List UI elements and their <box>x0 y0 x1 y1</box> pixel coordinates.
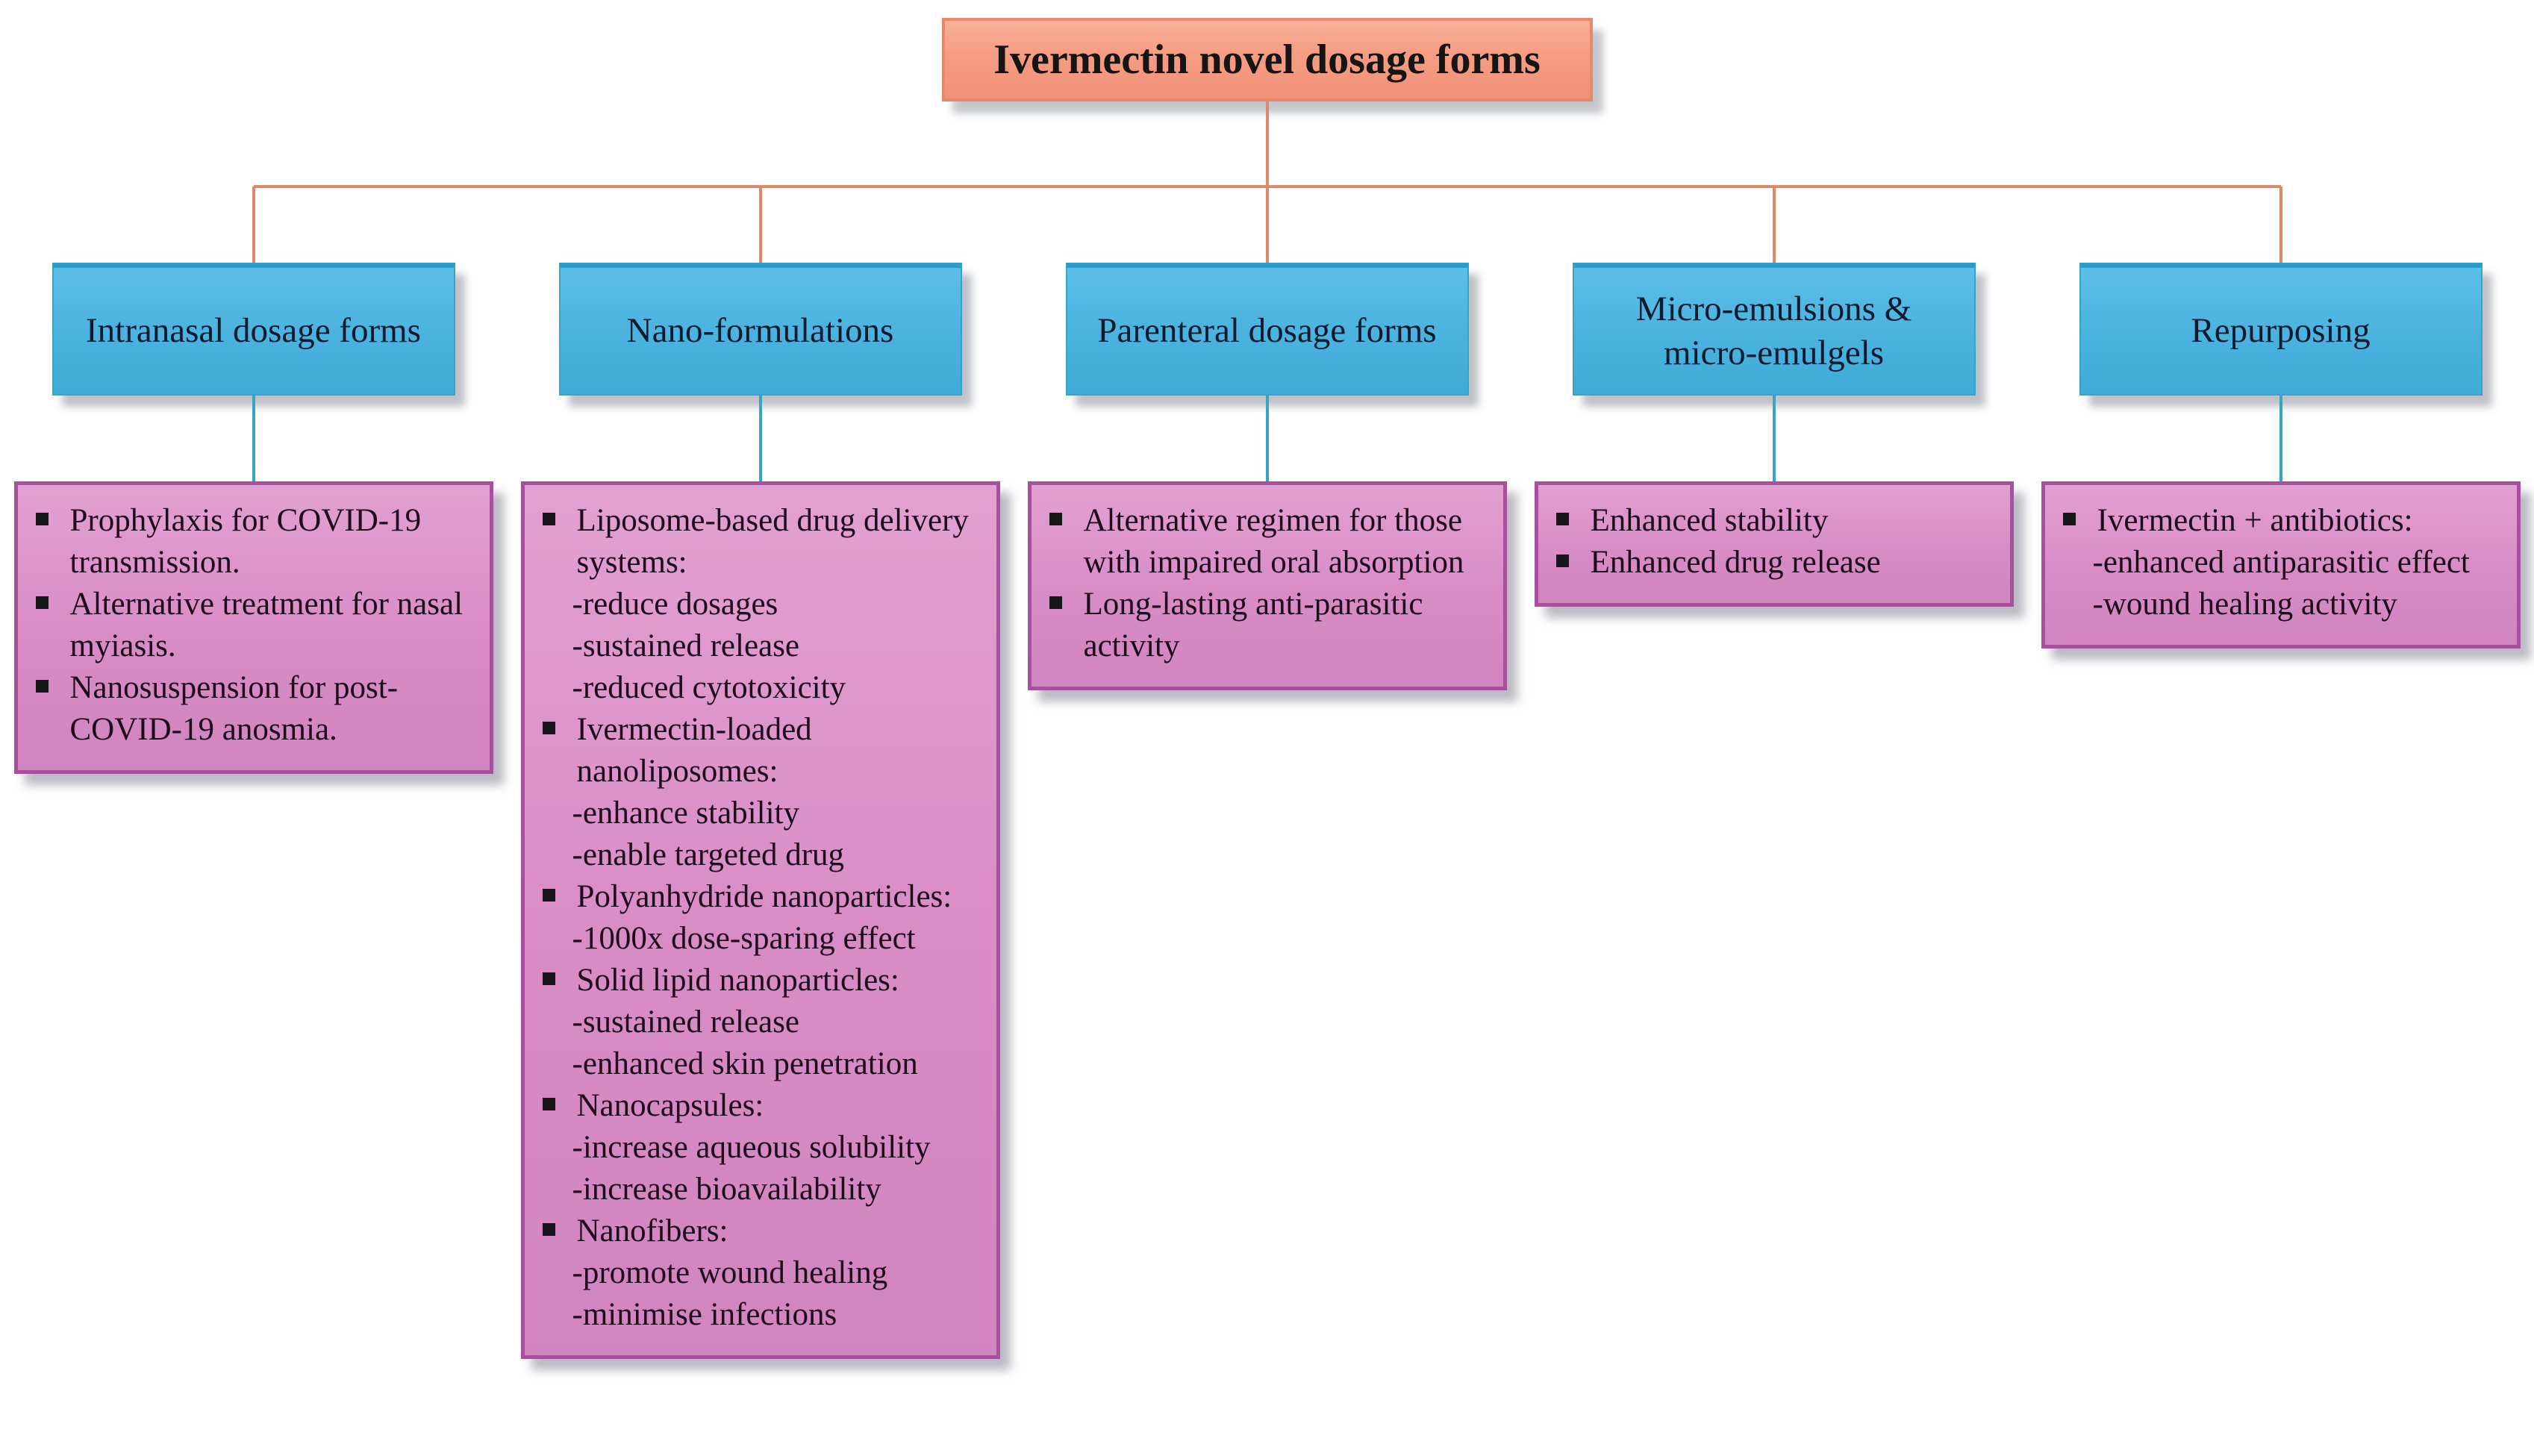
branch-header-label: Nano-formulations <box>626 311 894 351</box>
detail-list: Prophylaxis for COVID-19 transmission.Al… <box>35 500 478 751</box>
detail-item: Alternative treatment for nasal myiasis. <box>35 584 478 667</box>
detail-item: Long-lasting anti-parasitic activity <box>1049 584 1491 667</box>
branch-header-intranasal: Intranasal dosage forms <box>52 263 455 396</box>
square-bullet-icon <box>1049 596 1062 609</box>
square-bullet-icon <box>1049 513 1062 525</box>
detail-subitem: -enable targeted drug <box>572 837 845 872</box>
branch-header-parenteral: Parenteral dosage forms <box>1065 263 1469 396</box>
detail-item: Alternative regimen for those with impai… <box>1049 500 1491 584</box>
branch-details-parenteral: Alternative regimen for those with impai… <box>1027 481 1507 690</box>
detail-item-text: Ivermectin + antibiotics: <box>2097 503 2413 538</box>
connector-detail-vertical <box>1265 396 1269 482</box>
detail-item: Liposome-based drug delivery systems: -re… <box>542 500 984 709</box>
connector-branch-vertical <box>252 187 255 264</box>
detail-item: Ivermectin + antibiotics: -enhanced antip… <box>2062 500 2505 625</box>
connector-detail-vertical <box>758 396 762 482</box>
square-bullet-icon <box>542 972 555 985</box>
detail-item-text: Enhanced stability <box>1590 503 1829 538</box>
square-bullet-icon <box>35 513 49 525</box>
detail-subitem: -sustained release <box>572 1004 799 1040</box>
branch-header-label: Parenteral dosage forms <box>1097 311 1437 351</box>
detail-item: Enhanced drug release <box>1555 542 1998 584</box>
square-bullet-icon <box>2062 513 2076 525</box>
square-bullet-icon <box>542 722 555 734</box>
detail-item: Nanofibers: -promote wound healing -minimi… <box>542 1210 984 1336</box>
detail-subitem: -enhanced skin penetration <box>572 1046 918 1081</box>
root-node-label: Ivermectin novel dosage forms <box>993 37 1541 83</box>
connector-branch-vertical <box>1772 187 1776 264</box>
branch-details-intranasal: Prophylaxis for COVID-19 transmission.Al… <box>13 481 493 774</box>
detail-item-text: Prophylaxis for COVID-19 transmission. <box>69 503 422 580</box>
detail-subitem: -minimise infections <box>572 1297 837 1332</box>
branch-header-nano-formulations: Nano-formulations <box>558 263 962 396</box>
branch-column-nano-formulations: Nano-formulations Liposome-based drug de… <box>507 0 1014 1456</box>
detail-item: Nanosuspension for post-COVID-19 anosmia… <box>35 667 478 751</box>
detail-item-text: Polyanhydride nanoparticles: <box>576 879 952 914</box>
detail-subitem: -wound healing activity <box>2092 587 2397 622</box>
branch-column-repurposing: Repurposing Ivermectin + antibiotics: -en… <box>2027 0 2534 1456</box>
root-node: Ivermectin novel dosage forms <box>941 18 1593 101</box>
detail-subitem: -increase bioavailability <box>572 1172 881 1207</box>
detail-subitem: -sustained release <box>572 628 799 663</box>
detail-item-text: Nanofibers: <box>576 1213 728 1249</box>
connector-detail-vertical <box>252 396 255 482</box>
branch-column-intranasal: Intranasal dosage forms Prophylaxis for … <box>0 0 507 1456</box>
branch-header-repurposing: Repurposing <box>2079 263 2482 396</box>
detail-subitem: -reduce dosages <box>572 587 778 622</box>
detail-subitem: -increase aqueous solubility <box>572 1130 931 1165</box>
connector-branch-vertical <box>758 187 762 264</box>
detail-list: Alternative regimen for those with impai… <box>1049 500 1491 667</box>
detail-item: Nanocapsules: -increase aqueous solubilit… <box>542 1085 984 1210</box>
square-bullet-icon <box>542 889 555 902</box>
branch-details-nano-formulations: Liposome-based drug delivery systems: -re… <box>520 481 1000 1359</box>
branch-details-repurposing: Ivermectin + antibiotics: -enhanced antip… <box>2041 481 2521 649</box>
branch-header-label: Repurposing <box>2191 311 2371 351</box>
branch-header-micro-emulsions: Micro-emulsions & micro-emulgels <box>1572 263 1976 396</box>
detail-subitem: -reduced cytotoxicity <box>572 670 846 705</box>
detail-item: Polyanhydride nanoparticles: -1000x dose-… <box>542 876 984 960</box>
square-bullet-icon <box>1555 513 1569 525</box>
detail-item-text: Ivermectin-loaded nanoliposomes: <box>576 712 812 789</box>
square-bullet-icon <box>542 1223 555 1236</box>
connector-detail-vertical <box>2279 396 2282 482</box>
connector-branch-vertical <box>1265 187 1269 264</box>
connector-branch-vertical <box>2279 187 2282 264</box>
branch-column-parenteral: Parenteral dosage forms Alternative regi… <box>1014 0 1520 1456</box>
square-bullet-icon <box>542 513 555 525</box>
detail-item-text: Enhanced drug release <box>1590 545 1881 580</box>
detail-subitem: -promote wound healing <box>572 1255 888 1290</box>
detail-list: Ivermectin + antibiotics: -enhanced antip… <box>2062 500 2505 625</box>
detail-list: Liposome-based drug delivery systems: -re… <box>542 500 984 1336</box>
detail-subitem: -1000x dose-sparing effect <box>572 921 916 956</box>
detail-item: Prophylaxis for COVID-19 transmission. <box>35 500 478 584</box>
detail-item-text: Solid lipid nanoparticles: <box>576 963 899 998</box>
detail-item-text: Long-lasting anti-parasitic activity <box>1083 587 1423 663</box>
detail-item-text: Alternative treatment for nasal myiasis. <box>69 587 464 663</box>
branch-header-label: Intranasal dosage forms <box>86 311 421 351</box>
detail-subitem: -enhance stability <box>572 796 799 831</box>
detail-item-text: Liposome-based drug delivery systems: <box>576 503 969 580</box>
detail-item-text: Alternative regimen for those with impai… <box>1083 503 1464 580</box>
branch-column-micro-emulsions: Micro-emulsions & micro-emulgels Enhance… <box>1520 0 2027 1456</box>
detail-item: Enhanced stability <box>1555 500 1998 542</box>
detail-subitem: -enhanced antiparasitic effect <box>2092 545 2470 580</box>
square-bullet-icon <box>542 1098 555 1110</box>
square-bullet-icon <box>35 596 49 609</box>
detail-item: Ivermectin-loaded nanoliposomes: -enhance… <box>542 709 984 876</box>
detail-item: Solid lipid nanoparticles: -sustained rel… <box>542 960 984 1085</box>
square-bullet-icon <box>35 680 49 693</box>
detail-item-text: Nanocapsules: <box>576 1088 764 1123</box>
square-bullet-icon <box>1555 554 1569 567</box>
detail-item-text: Nanosuspension for post-COVID-19 anosmia… <box>69 670 399 747</box>
connector-root-vertical <box>1265 101 1269 187</box>
branch-header-label: Micro-emulsions & micro-emulgels <box>1635 289 1912 372</box>
connector-detail-vertical <box>1772 396 1776 482</box>
